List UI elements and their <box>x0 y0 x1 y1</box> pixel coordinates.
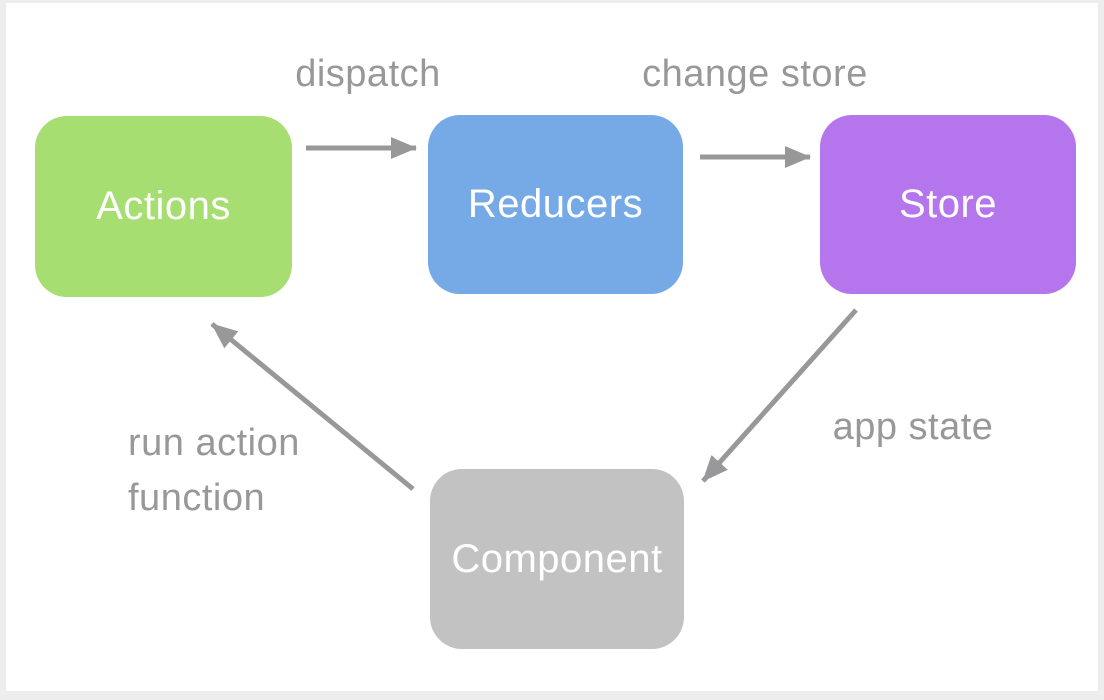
node-reducers-label: Reducers <box>467 182 644 226</box>
node-actions: Actions <box>35 116 292 297</box>
node-component: Component <box>430 469 684 649</box>
node-reducers: Reducers <box>428 115 683 294</box>
node-store-label: Store <box>898 182 998 226</box>
node-actions-label: Actions <box>96 184 231 228</box>
node-component-label: Component <box>451 536 663 581</box>
edge-label-dispatch: dispatch <box>295 53 441 95</box>
node-store: Store <box>820 115 1076 294</box>
edge-label-app-state: app state <box>832 406 994 448</box>
edge-label-change-store: change store <box>642 53 868 95</box>
edge-label-run-action-function: run action function <box>128 422 300 519</box>
